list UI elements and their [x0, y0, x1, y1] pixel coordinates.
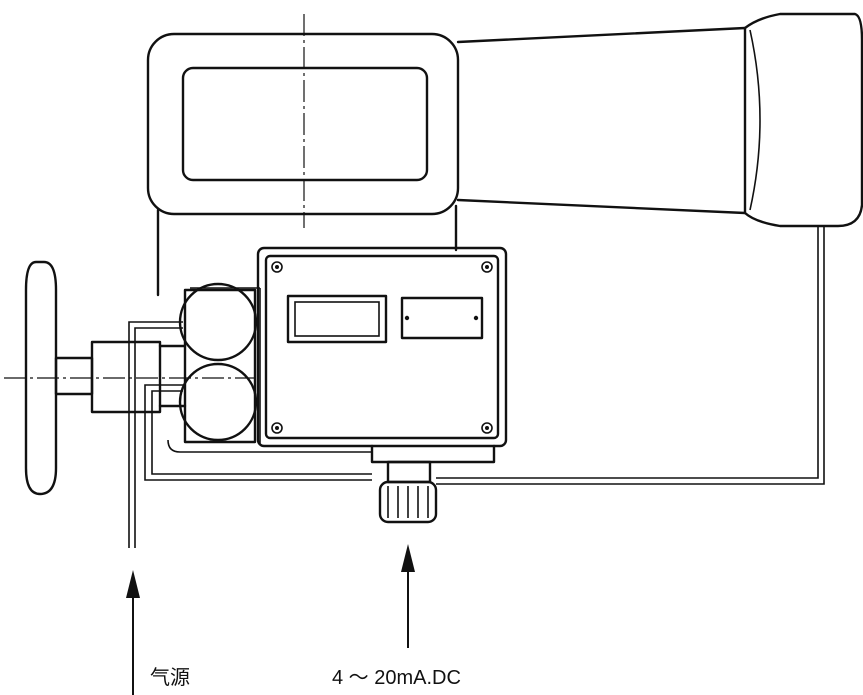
signal-label: 4 ～ 20mA.DC	[332, 667, 461, 689]
display-window	[286, 294, 388, 344]
air-piping	[128, 226, 825, 548]
nameplate	[400, 296, 484, 340]
motor-housing	[146, 14, 460, 228]
cable-gland	[378, 460, 438, 524]
actuator-body	[156, 204, 458, 444]
signal-arrow	[401, 544, 415, 648]
air-source-label: 气源	[150, 666, 190, 689]
motor-body	[456, 12, 863, 228]
pressure-gauges	[178, 282, 258, 444]
positioner-box	[256, 246, 508, 464]
air-inlet-arrow	[126, 570, 140, 695]
screw-icon	[271, 261, 493, 434]
pressure-gauge-lower	[178, 362, 258, 442]
pressure-gauge-upper	[178, 282, 258, 362]
